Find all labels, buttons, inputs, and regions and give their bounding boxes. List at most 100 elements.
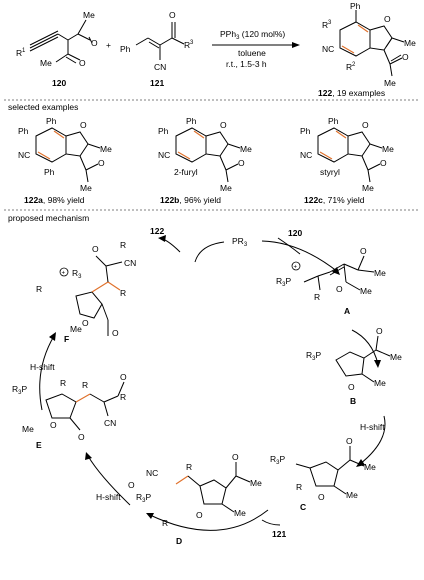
reagent-120-label: 120 [288, 228, 302, 238]
product-label: 122, 19 examples [318, 88, 385, 98]
reaction-arrow: PPh3 (120 mol%) toluene r.t., 1.5-3 h [212, 29, 300, 69]
oxygen-label: O [79, 58, 86, 68]
r1-label: R [36, 284, 42, 294]
product-122-label: 122 [150, 226, 164, 236]
example-122c: Ph Ph O Me NC styryl O Me 122c, 71% yiel… [300, 116, 394, 205]
intermediate-E: R3P O R CN R R O Me O E [12, 372, 127, 450]
phenyl-label: Ph [158, 126, 169, 136]
methyl-label: Me [382, 144, 394, 154]
r3-label: R [184, 40, 190, 50]
step-hshift: H-shift [30, 362, 55, 372]
r2-label: R [346, 62, 352, 72]
phenyl-label: Ph [300, 126, 311, 136]
intermediate-D: NC O Me Me R R3P O R O D [128, 452, 262, 546]
phenyl-label: Ph [120, 44, 131, 54]
section-selected-examples: selected examples [8, 102, 78, 112]
oxygen-label: O [78, 432, 85, 442]
reactant-121: Ph O R 3 CN 121 [120, 10, 194, 88]
label-B: B [350, 396, 356, 406]
oxygen-label: O [402, 52, 409, 62]
oxygen-label: O [318, 492, 325, 502]
r2-label: R [82, 380, 88, 390]
methyl-label: Me [234, 508, 246, 518]
plus-sign: + [106, 40, 111, 50]
charge-plus: + [62, 271, 66, 277]
oxygen-label: O [128, 480, 135, 490]
intermediate-F: + R R3 O R CN R O Me O F [36, 240, 136, 344]
r3p-label: R3P [270, 454, 285, 466]
label-A: A [344, 306, 350, 316]
r3p-label: R3 [72, 268, 82, 280]
oxygen-label: O [220, 120, 227, 130]
oxygen-label: O [336, 284, 343, 294]
methyl-label: Me [83, 10, 95, 20]
r1-label: R [162, 518, 168, 528]
r3-label: R [322, 20, 328, 30]
superscript-three: 3 [328, 20, 332, 26]
oxygen-label: O [384, 14, 391, 24]
nitrile-label: CN [124, 258, 136, 268]
r1-label: R [314, 292, 320, 302]
superscript-two: 2 [352, 62, 356, 68]
methyl-label: Me [364, 462, 376, 472]
r2-label: R [120, 288, 126, 298]
cond-temp: r.t., 1.5-3 h [226, 59, 267, 69]
catalytic-cycle: 122 PR3 120 121 H-shift H-shift H-shift [30, 226, 386, 539]
oxygen-label: O [362, 120, 369, 130]
methyl-label: Me [220, 183, 232, 193]
oxygen-label: O [80, 120, 87, 130]
example-122a: Ph Ph O Me NC Ph O Me 122a, 98% yield [18, 116, 112, 205]
label-F: F [64, 334, 69, 344]
substituent-label: 2-furyl [174, 167, 198, 177]
charge-plus: + [294, 265, 298, 271]
oxygen-label: O [112, 328, 119, 338]
nitrile-label: NC [158, 150, 170, 160]
oxygen-label: O [376, 326, 383, 336]
oxygen-label: O [50, 420, 57, 430]
r3-label: R [120, 240, 126, 250]
oxygen-label: O [232, 452, 239, 462]
product-122: Ph R 3 O Me NC R 2 O Me 122, 19 examples [318, 1, 416, 98]
cond-solvent: toluene [238, 48, 266, 58]
phenyl-label: Ph [46, 116, 57, 126]
phenyl-label: Ph [186, 116, 197, 126]
oxygen-label: O [98, 158, 105, 168]
oxygen-label: O [348, 382, 355, 392]
methyl-label: Me [384, 78, 396, 88]
r3p-label: R3P [12, 384, 27, 396]
oxygen-label: O [196, 510, 203, 520]
section-proposed-mechanism: proposed mechanism [8, 213, 89, 223]
methyl-label: Me [250, 478, 262, 488]
phenyl-label: Ph [328, 116, 339, 126]
label-D: D [176, 536, 182, 546]
reactant-120: Me O O Me R 1 120 [16, 10, 98, 88]
methyl-label: Me [100, 144, 112, 154]
catalyst-label: PR3 [232, 236, 248, 248]
r2-label: R [186, 462, 192, 472]
reagent-121-label: 121 [272, 529, 286, 539]
substituent-label: Ph [44, 167, 55, 177]
oxygen-label: O [92, 244, 99, 254]
intermediate-A: + R3P O Me O Me R A [276, 246, 386, 316]
phenyl-label: Ph [350, 1, 361, 11]
r3p-label: R3P [306, 350, 321, 362]
example-122b: Ph Ph O Me NC 2-furyl O Me 122b, 96% yie… [158, 116, 252, 205]
methyl-label: Me [360, 286, 372, 296]
oxygen-label: O [120, 372, 127, 382]
reactant-121-label: 121 [150, 78, 164, 88]
nitrile-label: CN [154, 62, 166, 72]
oxygen-label: O [360, 246, 367, 256]
reactant-120-label: 120 [52, 78, 66, 88]
methyl-label: Me [346, 490, 358, 500]
superscript-three: 3 [190, 40, 194, 46]
methyl-label: Me [70, 324, 82, 334]
step-hshift: H-shift [96, 492, 121, 502]
oxygen-label: O [238, 158, 245, 168]
r3-label: R [120, 392, 126, 402]
methyl-label: Me [374, 378, 386, 388]
methyl-label: Me [374, 268, 386, 278]
substituent-label: styryl [320, 167, 340, 177]
methyl-label: Me [240, 144, 252, 154]
oxygen-label: O [91, 38, 98, 48]
